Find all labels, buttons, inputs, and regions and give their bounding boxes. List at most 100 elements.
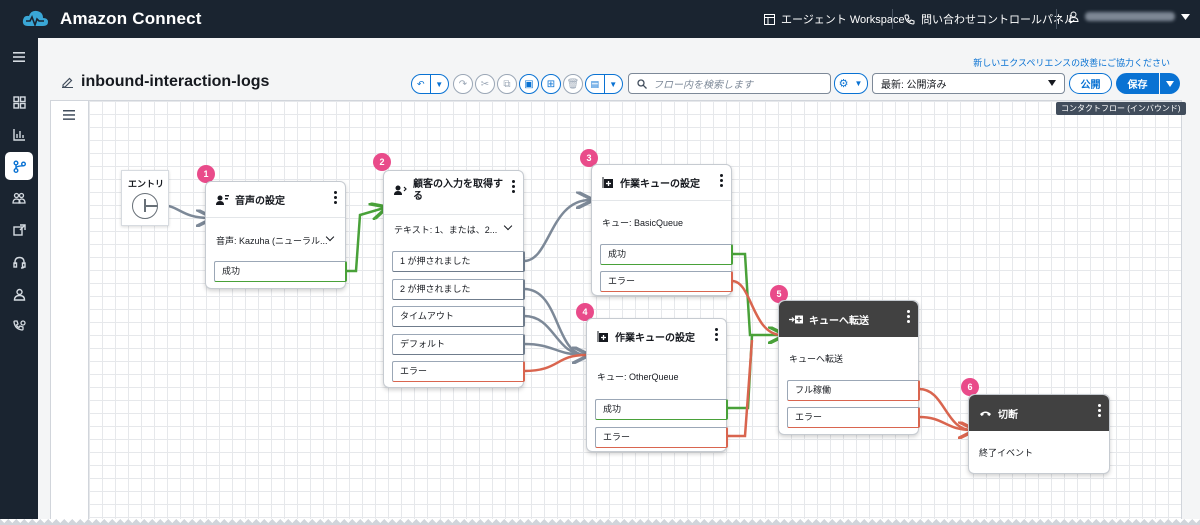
undo-dropdown-caret-icon[interactable]: ▼ bbox=[435, 79, 444, 89]
customer-profile-icon[interactable] bbox=[5, 280, 33, 308]
feedback-link[interactable]: 新しいエクスペリエンスの改善にご協力ください bbox=[973, 58, 1170, 68]
set-working-queue-header[interactable]: 作業キューの設定 bbox=[592, 165, 731, 201]
notes-button-group[interactable]: ▤ ▼ bbox=[585, 74, 623, 94]
copy-icon[interactable]: ⧉ bbox=[497, 74, 517, 94]
transfer-detail: キューへ転送 bbox=[789, 354, 844, 364]
flow-search-input[interactable]: フロー内を検索します bbox=[628, 73, 831, 94]
set-working-queue-header[interactable]: 作業キューの設定 bbox=[587, 319, 726, 355]
set-working-queue-block-2[interactable]: 作業キューの設定 キュー: OtherQueue 成功 エラー bbox=[586, 318, 728, 452]
headset-icon[interactable] bbox=[5, 248, 33, 276]
set-working-queue-block-1[interactable]: 作業キューの設定 キュー: BasicQueue 成功 エラー bbox=[591, 164, 733, 296]
entry-point-icon bbox=[132, 193, 158, 219]
kebab-menu-icon[interactable] bbox=[333, 191, 337, 204]
title-line-1: 顧客の入力を取得す bbox=[413, 179, 503, 190]
block-library-menu-icon[interactable] bbox=[63, 110, 75, 120]
branch-error[interactable]: エラー bbox=[787, 407, 920, 428]
kebab-menu-icon[interactable] bbox=[906, 310, 910, 323]
flow-title[interactable]: inbound-interaction-logs bbox=[62, 73, 269, 91]
step-number-badge: 3 bbox=[580, 149, 598, 167]
set-voice-block[interactable]: 音声の設定 音声: Kazuha (ニューラル... 成功 bbox=[205, 181, 347, 289]
amazon-connect-logo-icon[interactable] bbox=[20, 6, 50, 32]
notes-icon[interactable]: ▤ bbox=[590, 78, 600, 89]
routing-icon[interactable] bbox=[5, 152, 33, 180]
branch-error[interactable]: エラー bbox=[392, 361, 525, 382]
phone-settings-icon[interactable] bbox=[5, 312, 33, 340]
kebab-menu-icon[interactable] bbox=[714, 328, 718, 341]
get-customer-input-block[interactable]: 顧客の入力を取得する テキスト: 1、または、2... 1 が押されました 2 … bbox=[383, 170, 525, 388]
channels-icon[interactable] bbox=[5, 216, 33, 244]
save-dropdown-button[interactable] bbox=[1160, 73, 1180, 94]
get-customer-input-header[interactable]: 顧客の入力を取得する bbox=[384, 171, 523, 215]
contact-control-panel-link[interactable]: 問い合わせコントロールパネル bbox=[904, 11, 1075, 27]
set-working-queue-title: 作業キューの設定 bbox=[615, 333, 695, 344]
branch-error[interactable]: エラー bbox=[600, 271, 733, 292]
paste-icon[interactable]: ▣ bbox=[519, 74, 539, 94]
app-title[interactable]: Amazon Connect bbox=[60, 9, 202, 28]
edit-pencil-icon[interactable] bbox=[62, 77, 73, 88]
disconnect-header[interactable]: 切断 bbox=[969, 395, 1109, 431]
transfer-to-queue-header[interactable]: キューへ転送 bbox=[779, 301, 918, 337]
flow-type-badge: コンタクトフロー (インバウンド) bbox=[1056, 102, 1186, 115]
customer-input-icon bbox=[394, 185, 407, 195]
step-number-badge: 5 bbox=[770, 285, 788, 303]
transfer-to-queue-block[interactable]: キューへ転送 キューへ転送 フル稼働 エラー bbox=[778, 300, 920, 435]
voice-person-icon bbox=[216, 195, 229, 205]
gear-icon[interactable]: ⚙ bbox=[838, 78, 849, 90]
title-line-2: る bbox=[413, 191, 423, 202]
get-customer-input-title: 顧客の入力を取得する bbox=[413, 179, 503, 203]
agent-workspace-link[interactable]: エージェント Workspace bbox=[764, 11, 905, 27]
kebab-menu-icon[interactable] bbox=[511, 180, 515, 193]
redo-icon[interactable]: ↷ bbox=[453, 74, 473, 94]
chevron-down-icon[interactable] bbox=[503, 221, 513, 231]
cut-icon[interactable]: ✂ bbox=[475, 74, 495, 94]
kebab-menu-icon[interactable] bbox=[719, 174, 723, 187]
notes-dropdown-caret-icon[interactable]: ▼ bbox=[609, 79, 618, 89]
user-menu[interactable] bbox=[1068, 11, 1190, 22]
branch-success[interactable]: 成功 bbox=[595, 399, 728, 420]
search-placeholder: フロー内を検索します bbox=[653, 80, 753, 91]
branch-success[interactable]: 成功 bbox=[600, 244, 733, 265]
transfer-to-queue-title: キューへ転送 bbox=[809, 315, 869, 327]
search-icon bbox=[637, 78, 647, 89]
dashboard-icon[interactable] bbox=[5, 88, 33, 116]
queue-detail: キュー: OtherQueue bbox=[597, 372, 679, 382]
set-voice-detail: 音声: Kazuha (ニューラル... bbox=[216, 236, 328, 246]
settings-caret-icon[interactable]: ▼ bbox=[854, 79, 863, 88]
publish-button[interactable]: 公開 bbox=[1069, 73, 1112, 94]
branch-at-capacity[interactable]: フル稼働 bbox=[787, 380, 920, 401]
branch-default[interactable]: デフォルト bbox=[392, 334, 525, 355]
disconnect-title: 切断 bbox=[998, 409, 1018, 421]
undo-button-group[interactable]: ↶ ▼ bbox=[411, 74, 449, 94]
entry-node[interactable]: エントリ bbox=[121, 170, 169, 226]
branch-pressed-1[interactable]: 1 が押されました bbox=[392, 251, 525, 272]
users-icon[interactable] bbox=[5, 184, 33, 212]
version-select[interactable]: 最新: 公開済み bbox=[872, 73, 1065, 94]
agent-workspace-label: エージェント Workspace bbox=[781, 14, 905, 26]
select-all-icon[interactable]: ⊞ bbox=[541, 74, 561, 94]
undo-icon[interactable]: ↶ bbox=[416, 78, 425, 89]
kebab-menu-icon[interactable] bbox=[1097, 404, 1101, 417]
header-divider bbox=[892, 9, 893, 29]
header-divider bbox=[1056, 9, 1057, 29]
user-icon bbox=[1068, 11, 1079, 22]
user-name-redacted bbox=[1085, 12, 1175, 21]
settings-button-group[interactable]: ⚙ ▼ bbox=[834, 73, 868, 94]
delete-icon[interactable]: 🗑 bbox=[563, 74, 583, 94]
caret-down-icon bbox=[1181, 13, 1190, 20]
window-icon bbox=[764, 13, 775, 25]
step-number-badge: 4 bbox=[576, 303, 594, 321]
save-button[interactable]: 保存 bbox=[1116, 73, 1159, 94]
branch-timeout[interactable]: タイムアウト bbox=[392, 306, 525, 327]
disconnect-detail: 終了イベント bbox=[979, 448, 1034, 458]
menu-icon[interactable] bbox=[5, 43, 33, 71]
analytics-icon[interactable] bbox=[5, 120, 33, 148]
set-voice-block-header[interactable]: 音声の設定 bbox=[206, 182, 345, 218]
divider bbox=[603, 74, 605, 94]
caret-down-icon bbox=[1166, 80, 1174, 87]
disconnect-block[interactable]: 切断 終了イベント bbox=[968, 394, 1110, 474]
chevron-down-icon bbox=[1048, 80, 1056, 86]
branch-success[interactable]: 成功 bbox=[214, 261, 347, 282]
flow-title-text: inbound-interaction-logs bbox=[81, 73, 270, 90]
branch-error[interactable]: エラー bbox=[595, 427, 728, 448]
branch-pressed-2[interactable]: 2 が押されました bbox=[392, 279, 525, 300]
